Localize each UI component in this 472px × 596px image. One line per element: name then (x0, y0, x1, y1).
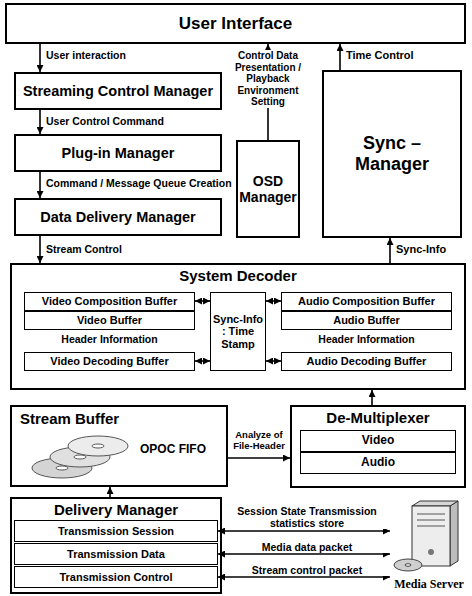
node-title: Transmission Session (58, 525, 174, 538)
edge-label: Media data packet (226, 541, 388, 553)
sync-box: Sync-Info : Time Stamp (210, 292, 266, 371)
node-title: User Interface (179, 14, 292, 34)
node-title: Video Composition Buffer (42, 295, 177, 308)
node-subtext: OPOC FIFO (140, 443, 220, 457)
node-title: Audio Composition Buffer (298, 295, 435, 308)
transmission-box: Transmission Control (14, 566, 218, 588)
connector-arrow (39, 44, 41, 72)
manager-box: Plug-in Manager (14, 134, 222, 172)
connector-arrow (371, 390, 373, 405)
node-title: Stream Buffer (12, 407, 226, 427)
manager-box: Streaming Control Manager (14, 72, 222, 110)
node-title: Video (362, 434, 394, 448)
interface-box: User Interface (5, 3, 466, 44)
node-title: Transmission Data (67, 548, 165, 561)
edge-label: Control Data Presentation / Playback Env… (224, 50, 312, 108)
cd-disc (394, 559, 422, 571)
server-side (450, 501, 458, 566)
disc-hub (92, 444, 104, 448)
edge-label: Analyze of File-Header (230, 430, 288, 452)
node-title: OSD Manager (239, 173, 297, 205)
decoder-group: System DecoderVideo Composition BufferVi… (10, 263, 466, 390)
disc-hub (74, 455, 86, 459)
connector-arrow (266, 300, 281, 302)
node-title: Sync – Manager (347, 133, 437, 174)
disc-hub (56, 466, 68, 470)
connector-arrow (39, 110, 41, 134)
node-title: Media Server (394, 578, 464, 592)
disc-stack-icon (32, 436, 128, 478)
edge-label: Stream Control (46, 243, 122, 255)
disc (68, 436, 128, 456)
buffer-box: Video Buffer (24, 311, 195, 330)
node-title: Transmission Control (59, 571, 172, 584)
connector-arrow (39, 172, 41, 198)
edge-label: Session State Transmission statistics st… (226, 505, 388, 529)
manager-box: OSD Manager (236, 140, 300, 238)
server-node: Media Server (390, 498, 468, 594)
connector-arrow (39, 236, 41, 263)
stream-box: Audio (300, 452, 456, 474)
edge-label: User interaction (46, 49, 126, 61)
section-label: Header Information (24, 333, 195, 345)
transmission-box: Transmission Session (14, 520, 218, 542)
drive-slot (417, 520, 445, 521)
transmission-box: Transmission Data (14, 543, 218, 565)
section-label: Header Information (281, 333, 452, 345)
buffer-box: Audio Composition Buffer (281, 292, 452, 311)
node-title: Audio Buffer (333, 314, 400, 327)
node-title: Video Decoding Buffer (50, 355, 168, 368)
connector-arrow (218, 530, 390, 532)
node-title: System Decoder (12, 265, 464, 284)
connector-arrow (266, 360, 281, 362)
edge-label: Time Control (346, 49, 414, 62)
node-title: Audio Decoding Buffer (307, 355, 427, 368)
power-button (428, 549, 434, 555)
node-title: Streaming Control Manager (23, 83, 213, 100)
manager-box: Sync – Manager (322, 70, 462, 238)
connector-arrow (218, 553, 390, 555)
connector-arrow (195, 300, 210, 302)
connector-arrow (339, 44, 341, 70)
node-title: Plug-in Manager (62, 145, 175, 162)
cd-hub (405, 564, 411, 567)
buffer-box: Audio Buffer (281, 311, 452, 330)
buffer-box: Video Composition Buffer (24, 292, 195, 311)
node-title: Sync-Info : Time Stamp (212, 313, 264, 351)
drive-slot (417, 526, 445, 527)
connector-arrow (109, 487, 111, 497)
connector-arrow (389, 238, 391, 263)
drive-slot (417, 514, 445, 515)
node-title: Audio (361, 456, 395, 470)
stream-box: Video (300, 430, 456, 452)
node-title: Delivery Manager (12, 499, 220, 518)
server-front (412, 506, 450, 566)
server-top (412, 501, 458, 506)
connector-arrow (228, 457, 290, 459)
node-title: Data Delivery Manager (40, 209, 196, 226)
connector-arrow (218, 576, 390, 578)
connector-arrow (195, 360, 210, 362)
manager-box: Data Delivery Manager (14, 198, 222, 236)
edge-label: Command / Message Queue Creation (46, 177, 232, 189)
server-icon (394, 501, 458, 571)
buffer-box: Video Decoding Buffer (24, 352, 195, 371)
edge-label: Stream control packet (226, 564, 388, 576)
demux-group: De-MultiplexerVideoAudio (290, 405, 466, 488)
delivery-group: Delivery ManagerTransmission SessionTran… (10, 497, 222, 594)
edge-label: User Control Command (46, 115, 164, 127)
buffer-group: Stream BufferOPOC FIFO (10, 405, 228, 487)
node-title: Video Buffer (77, 314, 142, 327)
node-title: De-Multiplexer (292, 407, 464, 426)
buffer-box: Audio Decoding Buffer (281, 352, 452, 371)
edge-label: Sync-Info (396, 243, 446, 256)
